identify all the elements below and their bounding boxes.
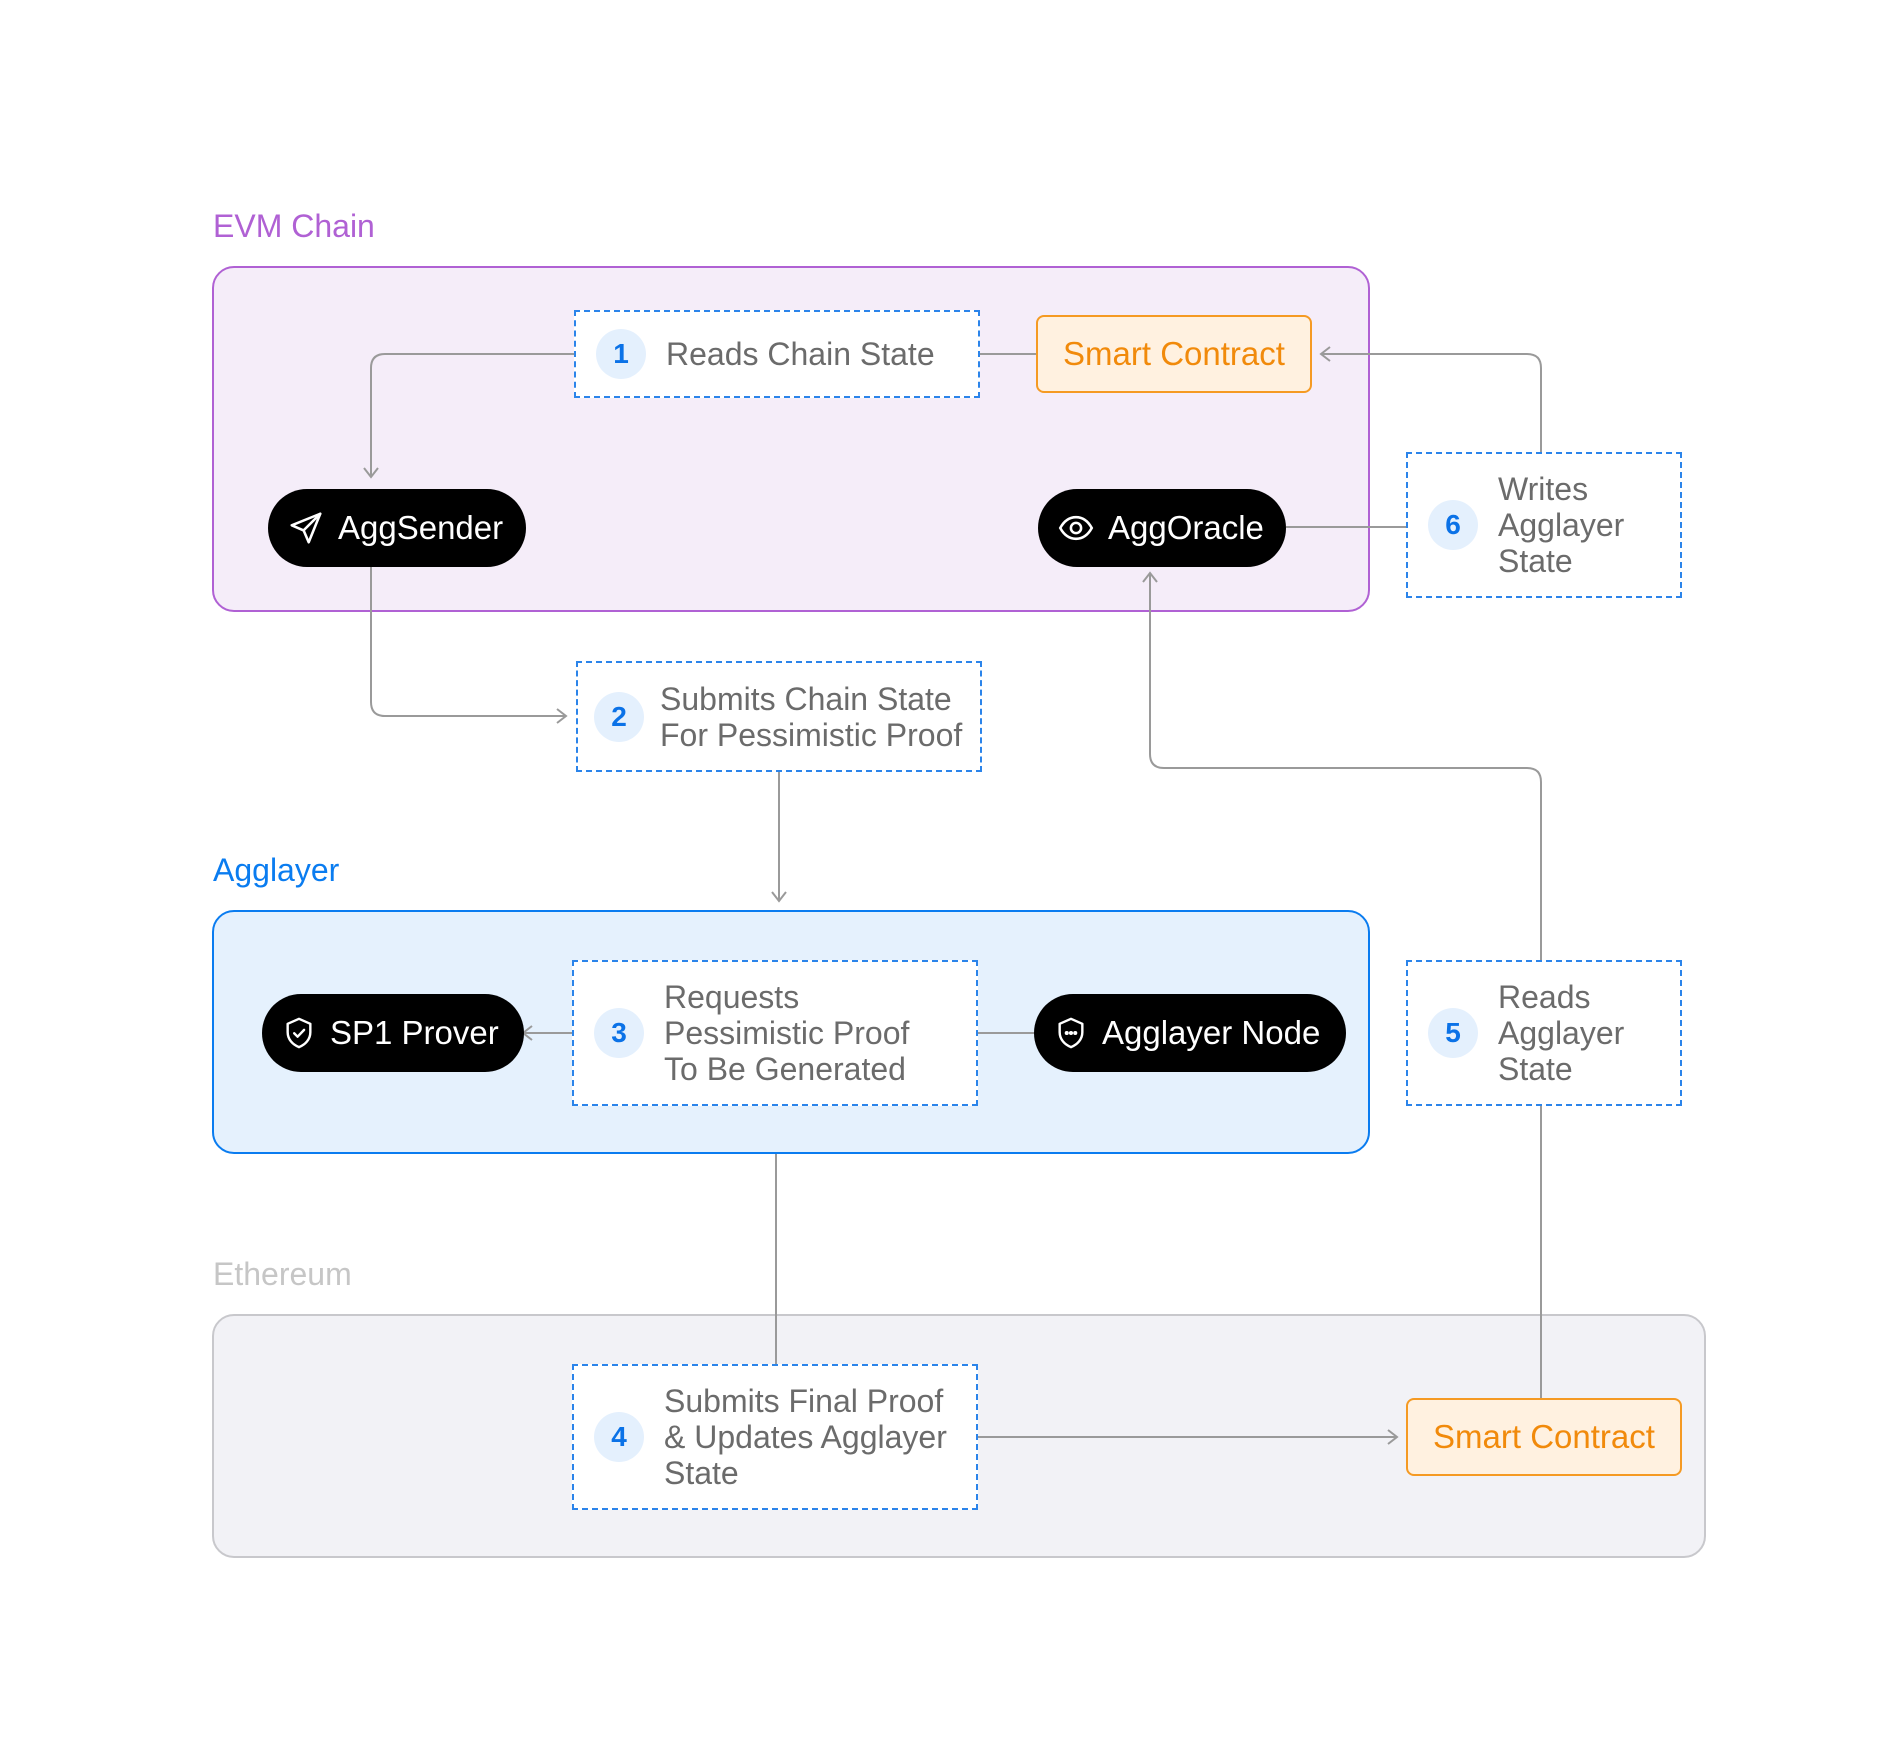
eth-smart-contract-box: Smart Contract xyxy=(1406,1398,1682,1476)
step-2-box: 2 Submits Chain State For Pessimistic Pr… xyxy=(576,661,982,772)
connector-aggsender-to-step2 xyxy=(370,567,565,717)
eye-icon xyxy=(1058,515,1094,541)
sp1-prover-pill: SP1 Prover xyxy=(262,994,524,1072)
send-icon xyxy=(290,512,322,544)
arrowhead-aggsender xyxy=(363,467,379,479)
step-4-box: 4 Submits Final Proof & Updates Agglayer… xyxy=(572,1364,978,1510)
step-5-text: Reads Agglayer State xyxy=(1498,979,1625,1087)
connector-step5-to-aggoracle xyxy=(1149,574,1542,960)
aggsender-label: AggSender xyxy=(338,509,504,546)
step-1-box: 1 Reads Chain State xyxy=(574,310,980,398)
agglayer-node-label: Agglayer Node xyxy=(1102,1014,1321,1051)
step-4-text: Submits Final Proof & Updates Agglayer S… xyxy=(664,1383,947,1491)
agglayer-title: Agglayer xyxy=(213,852,340,888)
step-5-box: 5 Reads Agglayer State xyxy=(1406,960,1682,1106)
aggoracle-label: AggOracle xyxy=(1108,509,1264,546)
aggoracle-pill: AggOracle xyxy=(1038,489,1286,567)
step-1-text: Reads Chain State xyxy=(666,336,935,372)
arrowhead-agglayer xyxy=(771,891,787,903)
step-3-text: Requests Pessimistic Proof To Be Generat… xyxy=(664,979,910,1087)
sp1-prover-label: SP1 Prover xyxy=(330,1014,499,1051)
aggsender-pill: AggSender xyxy=(268,489,526,567)
arrowhead-evm-contract xyxy=(1319,346,1331,362)
shield-check-icon xyxy=(286,1017,312,1049)
evm-chain-title: EVM Chain xyxy=(213,208,375,244)
step-4-number: 4 xyxy=(594,1412,644,1462)
connector-step1-to-aggsender xyxy=(370,353,574,476)
arrowhead-eth-contract xyxy=(1387,1429,1399,1445)
step-3-box: 3 Requests Pessimistic Proof To Be Gener… xyxy=(572,960,978,1106)
step-2-number: 2 xyxy=(594,691,644,742)
ethereum-title: Ethereum xyxy=(213,1256,352,1292)
step-6-number: 6 xyxy=(1428,500,1478,550)
arrowhead-step2 xyxy=(556,708,568,724)
step-6-box: 6 Writes Agglayer State xyxy=(1406,452,1682,598)
evm-smart-contract-box: Smart Contract xyxy=(1036,315,1312,393)
arrowhead-aggoracle xyxy=(1142,571,1158,583)
step-6-text: Writes Agglayer State xyxy=(1498,471,1625,579)
step-1-number: 1 xyxy=(596,329,646,379)
connector-step6-to-contract xyxy=(1322,353,1542,452)
step-3-number: 3 xyxy=(594,1008,644,1058)
agglayer-node-pill: Agglayer Node xyxy=(1034,994,1346,1072)
step-5-number: 5 xyxy=(1428,1008,1478,1058)
shield-dots-icon xyxy=(1058,1017,1084,1049)
step-2-text: Submits Chain State For Pessimistic Proo… xyxy=(660,680,963,753)
